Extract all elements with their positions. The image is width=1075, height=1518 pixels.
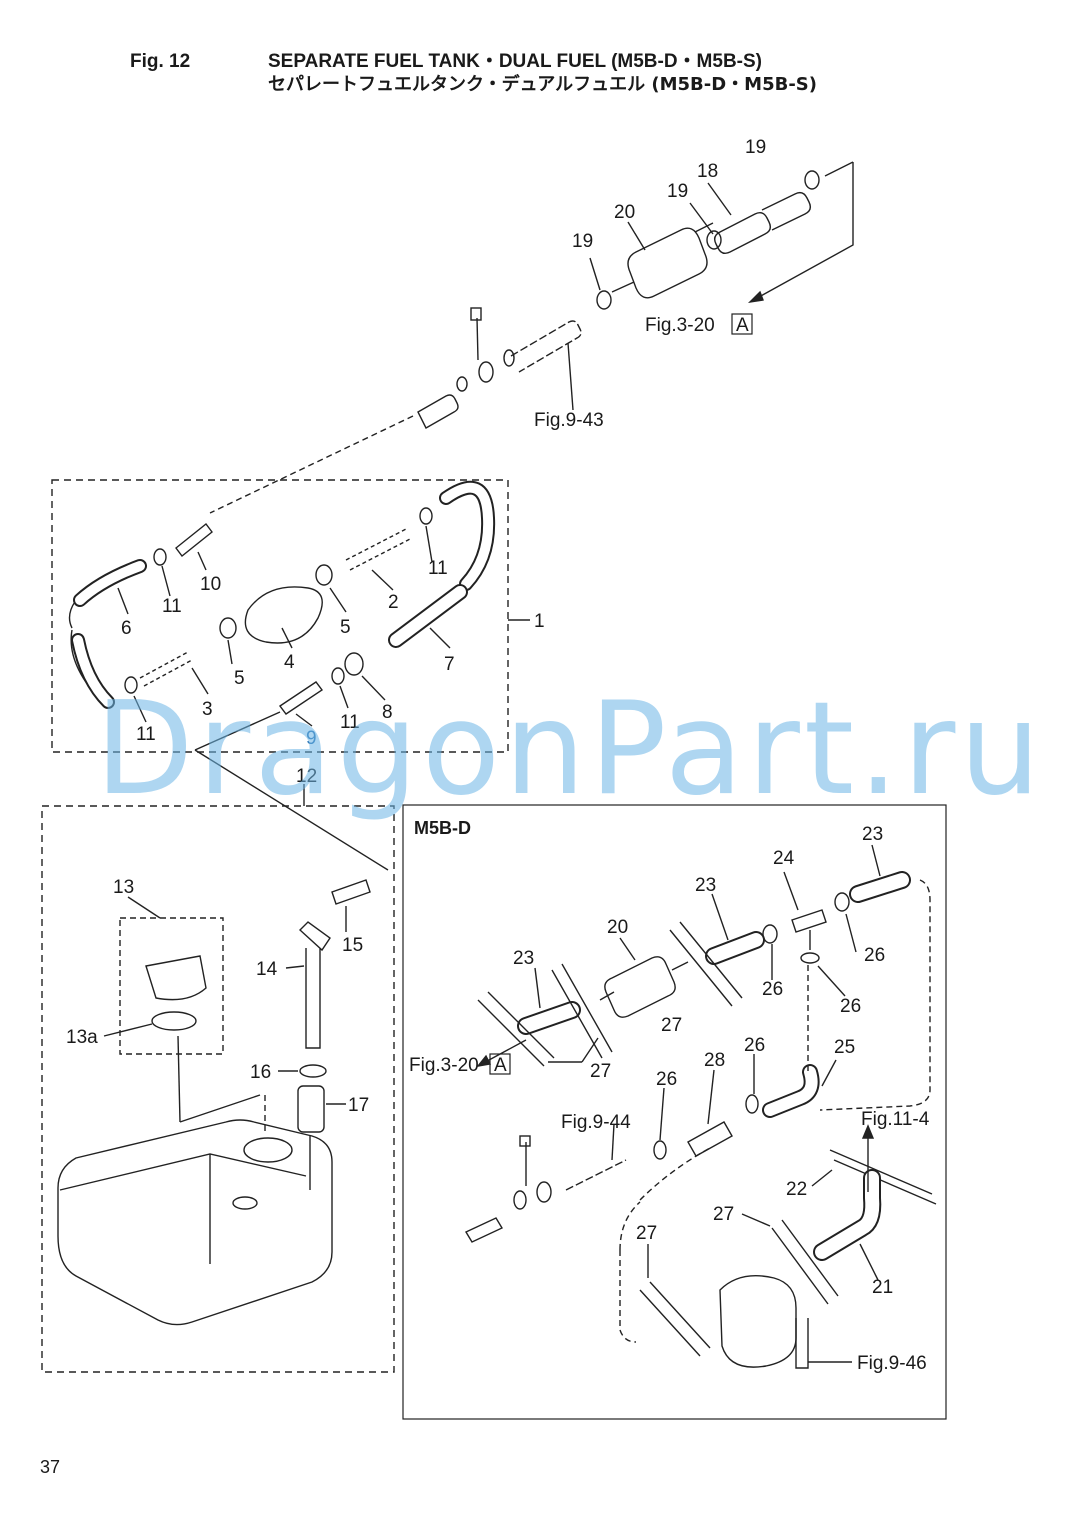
cap-13: [145, 955, 207, 1001]
callout-19a: 19: [745, 137, 766, 158]
callout-2: 2: [388, 592, 399, 613]
tank-assembly-box: [41, 805, 395, 1373]
fuel-filter-top: [627, 227, 708, 299]
callout-21: 21: [872, 1277, 893, 1298]
callout-23a: 23: [513, 948, 534, 969]
ref-box-a-panel-letter: A: [494, 1055, 507, 1076]
callout-16: 16: [250, 1062, 271, 1083]
callout-6: 6: [121, 618, 132, 639]
callout-20a: 20: [614, 202, 635, 223]
figure-title-jp: セパレートフュエルタンク・デュアルフュエル (M5B-D・M5B-S): [268, 74, 817, 95]
callout-18: 18: [697, 161, 718, 182]
tie-22: [829, 1149, 937, 1205]
ref-fig3-20-panel: Fig.3-20: [409, 1055, 479, 1076]
ref-box-a-top-letter: A: [736, 315, 749, 336]
callout-10: 10: [200, 574, 221, 595]
watermark-text: DragonPart.ru: [95, 675, 1045, 824]
callout-14: 14: [256, 959, 278, 980]
callout-28: 28: [704, 1050, 725, 1071]
callout-5b: 5: [340, 617, 351, 638]
joint-15: [331, 879, 371, 905]
primer-bulb: [244, 586, 323, 644]
callout-19c: 19: [572, 231, 593, 252]
callout-24: 24: [773, 848, 795, 869]
callout-26b: 26: [864, 945, 885, 966]
callout-7: 7: [444, 654, 455, 675]
callout-17: 17: [348, 1095, 369, 1116]
callout-27d: 27: [713, 1204, 734, 1225]
connector-9: [278, 681, 324, 715]
valve-28: [687, 1121, 733, 1157]
tie-27e: [771, 1219, 839, 1305]
figure-title-en: SEPARATE FUEL TANK・DUAL FUEL (M5B-D・M5B-…: [268, 51, 763, 72]
callout-26c: 26: [840, 996, 861, 1017]
tie-27c: [669, 921, 743, 1007]
check-valve-3: [139, 651, 193, 687]
callout-15: 15: [342, 935, 363, 956]
callout-4: 4: [284, 652, 295, 673]
strainer-17: [297, 1085, 325, 1133]
callout-13: 13: [113, 877, 134, 898]
callout-9: 9: [306, 728, 317, 749]
page-number: 37: [40, 1457, 61, 1477]
callout-26e: 26: [656, 1069, 677, 1090]
gasket-13a: [151, 1011, 197, 1031]
callout-3: 3: [202, 699, 213, 720]
ref-box-a-panel: [489, 1053, 511, 1075]
tie-27a: [477, 991, 555, 1067]
callout-25: 25: [834, 1037, 855, 1058]
ref-fig3-20-top: Fig.3-20: [645, 315, 715, 336]
callout-19b: 19: [667, 181, 688, 202]
ref-fig9-46: Fig.9-46: [857, 1353, 927, 1374]
callout-5a: 5: [234, 668, 245, 689]
callout-26a: 26: [762, 979, 783, 1000]
callout-26d: 26: [744, 1035, 765, 1056]
callout-22: 22: [786, 1179, 807, 1200]
callout-23c: 23: [862, 824, 883, 845]
callout-27b: 27: [590, 1061, 611, 1082]
fuel-pump: [719, 1275, 797, 1368]
callout-11b: 11: [428, 558, 448, 579]
ref-fig11-4: Fig.11-4: [861, 1109, 930, 1130]
callout-11c: 11: [136, 724, 156, 745]
callout-27c: 27: [636, 1223, 657, 1244]
tank-neck: [243, 1137, 293, 1163]
callout-23b: 23: [695, 875, 716, 896]
ref-fig9-44: Fig.9-44: [561, 1112, 631, 1133]
callout-8: 8: [382, 702, 393, 723]
callout-12: 12: [296, 766, 317, 787]
ref-box-a-top: [731, 313, 753, 335]
check-valve-2: [345, 527, 413, 571]
callout-20b: 20: [607, 917, 628, 938]
subpanel-title: M5B-D: [414, 818, 471, 838]
callout-11d: 11: [340, 712, 360, 733]
ref-fig9-43: Fig.9-43: [534, 410, 604, 431]
pump-assembly-box: [51, 479, 509, 753]
tee-24: [791, 909, 827, 950]
fuel-tank: [57, 1119, 333, 1326]
filter-20b: [604, 956, 676, 1018]
callout-1: 1: [534, 611, 545, 632]
callout-13a: 13a: [66, 1027, 98, 1048]
tie-27d: [639, 1281, 711, 1357]
o-ring-16: [299, 1064, 327, 1078]
callout-11a: 11: [162, 596, 182, 617]
cap-assembly-box: [119, 917, 224, 1055]
callout-27a: 27: [661, 1015, 682, 1036]
fuel-pickup-14: [298, 921, 331, 1049]
hose-18: [713, 211, 772, 255]
m5b-d-panel: [402, 804, 947, 1420]
figure-number: Fig. 12: [130, 51, 191, 72]
connector-10: [175, 523, 213, 557]
